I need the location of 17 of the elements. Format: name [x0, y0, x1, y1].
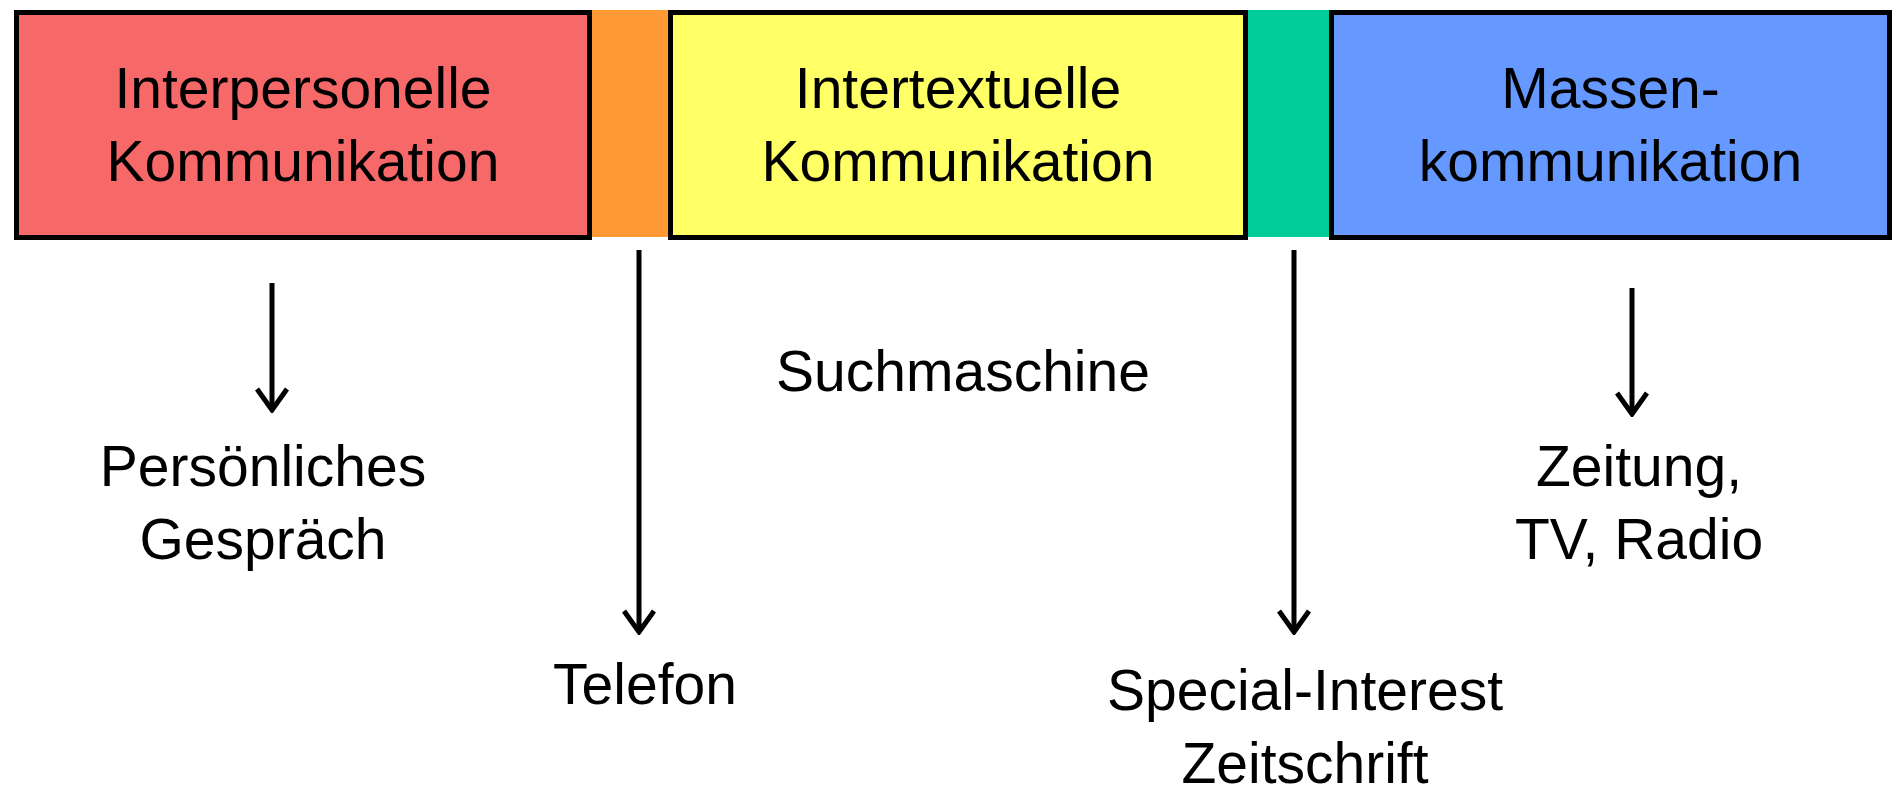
node-label: Persönliches Gespräch — [98, 433, 428, 573]
category-box — [1329, 10, 1892, 240]
node-label: Special-Interest Zeitschrift — [1106, 657, 1504, 797]
node-label: Massen- kommunikation — [1417, 55, 1804, 195]
arrow — [1276, 250, 1312, 635]
arrow — [254, 283, 290, 413]
node-label: Telefon — [553, 651, 737, 718]
node-label: Intertextuelle Kommunikation — [760, 55, 1156, 195]
node-label: Interpersonelle Kommunikation — [105, 55, 501, 195]
arrow — [1614, 288, 1650, 417]
band — [1248, 10, 1329, 237]
category-box — [668, 10, 1248, 240]
arrow — [621, 250, 657, 635]
node-label: Zeitung, TV, Radio — [1513, 433, 1765, 573]
text-label: Suchmaschine — [775, 338, 1151, 405]
band — [592, 10, 668, 237]
category-box — [14, 10, 592, 240]
